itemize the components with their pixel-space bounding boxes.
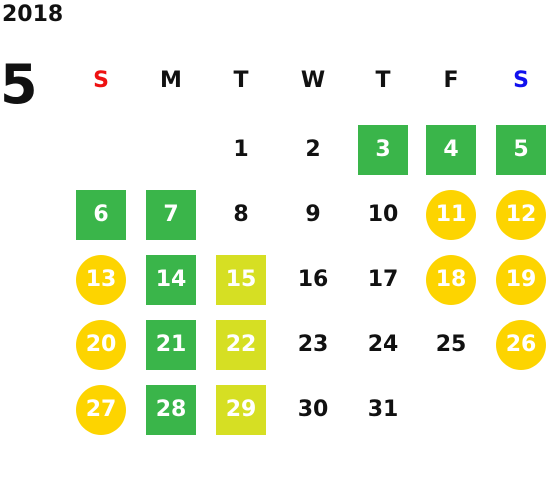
day-cell-15[interactable]: 15 <box>216 255 266 305</box>
weekday-sun: S <box>93 68 109 93</box>
day-cell-14[interactable]: 14 <box>146 255 196 305</box>
day-cell-20[interactable]: 20 <box>76 320 126 370</box>
day-cell-11[interactable]: 11 <box>426 190 476 240</box>
day-cell-24[interactable]: 24 <box>367 332 399 357</box>
weekday-mon: M <box>160 68 182 93</box>
day-cell-30[interactable]: 30 <box>297 397 329 422</box>
day-cell-19[interactable]: 19 <box>496 255 546 305</box>
day-cell-29[interactable]: 29 <box>216 385 266 435</box>
weekday-tue: T <box>233 68 249 93</box>
day-cell-26[interactable]: 26 <box>496 320 546 370</box>
day-cell-13[interactable]: 13 <box>76 255 126 305</box>
weekday-fri: F <box>443 68 459 93</box>
day-cell-22[interactable]: 22 <box>216 320 266 370</box>
day-cell-3[interactable]: 3 <box>358 125 408 175</box>
day-cell-5[interactable]: 5 <box>496 125 546 175</box>
day-cell-31[interactable]: 31 <box>367 397 399 422</box>
day-cell-7[interactable]: 7 <box>146 190 196 240</box>
day-cell-27[interactable]: 27 <box>76 385 126 435</box>
day-cell-12[interactable]: 12 <box>496 190 546 240</box>
day-cell-4[interactable]: 4 <box>426 125 476 175</box>
day-cell-9[interactable]: 9 <box>305 202 321 227</box>
month-number: 5 <box>0 53 38 116</box>
day-cell-1[interactable]: 1 <box>233 137 249 162</box>
day-cell-8[interactable]: 8 <box>233 202 249 227</box>
day-cell-21[interactable]: 21 <box>146 320 196 370</box>
day-cell-6[interactable]: 6 <box>76 190 126 240</box>
day-cell-17[interactable]: 17 <box>367 267 399 292</box>
day-cell-23[interactable]: 23 <box>297 332 329 357</box>
weekday-sat: S <box>513 68 529 93</box>
day-cell-25[interactable]: 25 <box>435 332 467 357</box>
weekday-wed: W <box>300 68 326 93</box>
day-cell-16[interactable]: 16 <box>297 267 329 292</box>
day-cell-18[interactable]: 18 <box>426 255 476 305</box>
day-cell-28[interactable]: 28 <box>146 385 196 435</box>
weekday-thu: T <box>375 68 391 93</box>
day-cell-2[interactable]: 2 <box>305 137 321 162</box>
year-label: 2018 <box>2 2 64 27</box>
day-cell-10[interactable]: 10 <box>367 202 399 227</box>
